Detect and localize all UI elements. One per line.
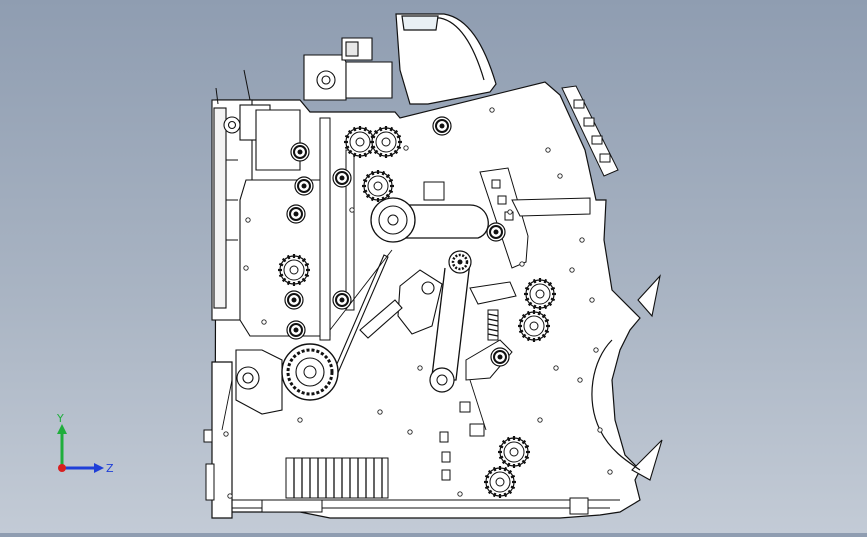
gear-right-1[interactable] [522, 276, 558, 312]
gear-right-2[interactable] [516, 308, 552, 344]
gear-lower-1[interactable] [496, 434, 532, 470]
top-cam-block[interactable] [303, 37, 393, 101]
z-axis-label: Z [106, 462, 114, 475]
gear-upper-b[interactable] [368, 124, 404, 160]
linkage-arm[interactable] [329, 254, 443, 383]
lower-roller-bracket[interactable] [235, 349, 283, 415]
wire-links [221, 249, 487, 431]
gear-lower-2[interactable] [482, 464, 518, 500]
axis-triad: Y Z [56, 412, 114, 475]
large-gear-lower[interactable] [281, 343, 339, 401]
right-terminal-strip[interactable] [561, 85, 619, 177]
bottom-rail [232, 497, 620, 515]
small-terminals [423, 181, 485, 481]
upper-left-housing[interactable] [211, 99, 331, 337]
gear-left-1[interactable] [276, 252, 312, 288]
y-axis-head [57, 424, 67, 434]
triangular-bracket[interactable] [479, 167, 591, 269]
top-hood[interactable] [395, 13, 497, 105]
cutout-arc [591, 339, 641, 471]
idler-pulley[interactable] [448, 250, 472, 274]
z-axis-head [94, 463, 104, 473]
vent-grill [285, 457, 389, 499]
belt-roller-lower[interactable] [429, 367, 455, 393]
large-pulley-upper[interactable] [370, 197, 416, 243]
y-axis-label: Y [56, 412, 64, 425]
right-latch-wings[interactable] [631, 274, 663, 481]
left-side-details [203, 69, 251, 501]
gear-middle[interactable] [360, 168, 396, 204]
x-axis-dot [58, 464, 66, 472]
